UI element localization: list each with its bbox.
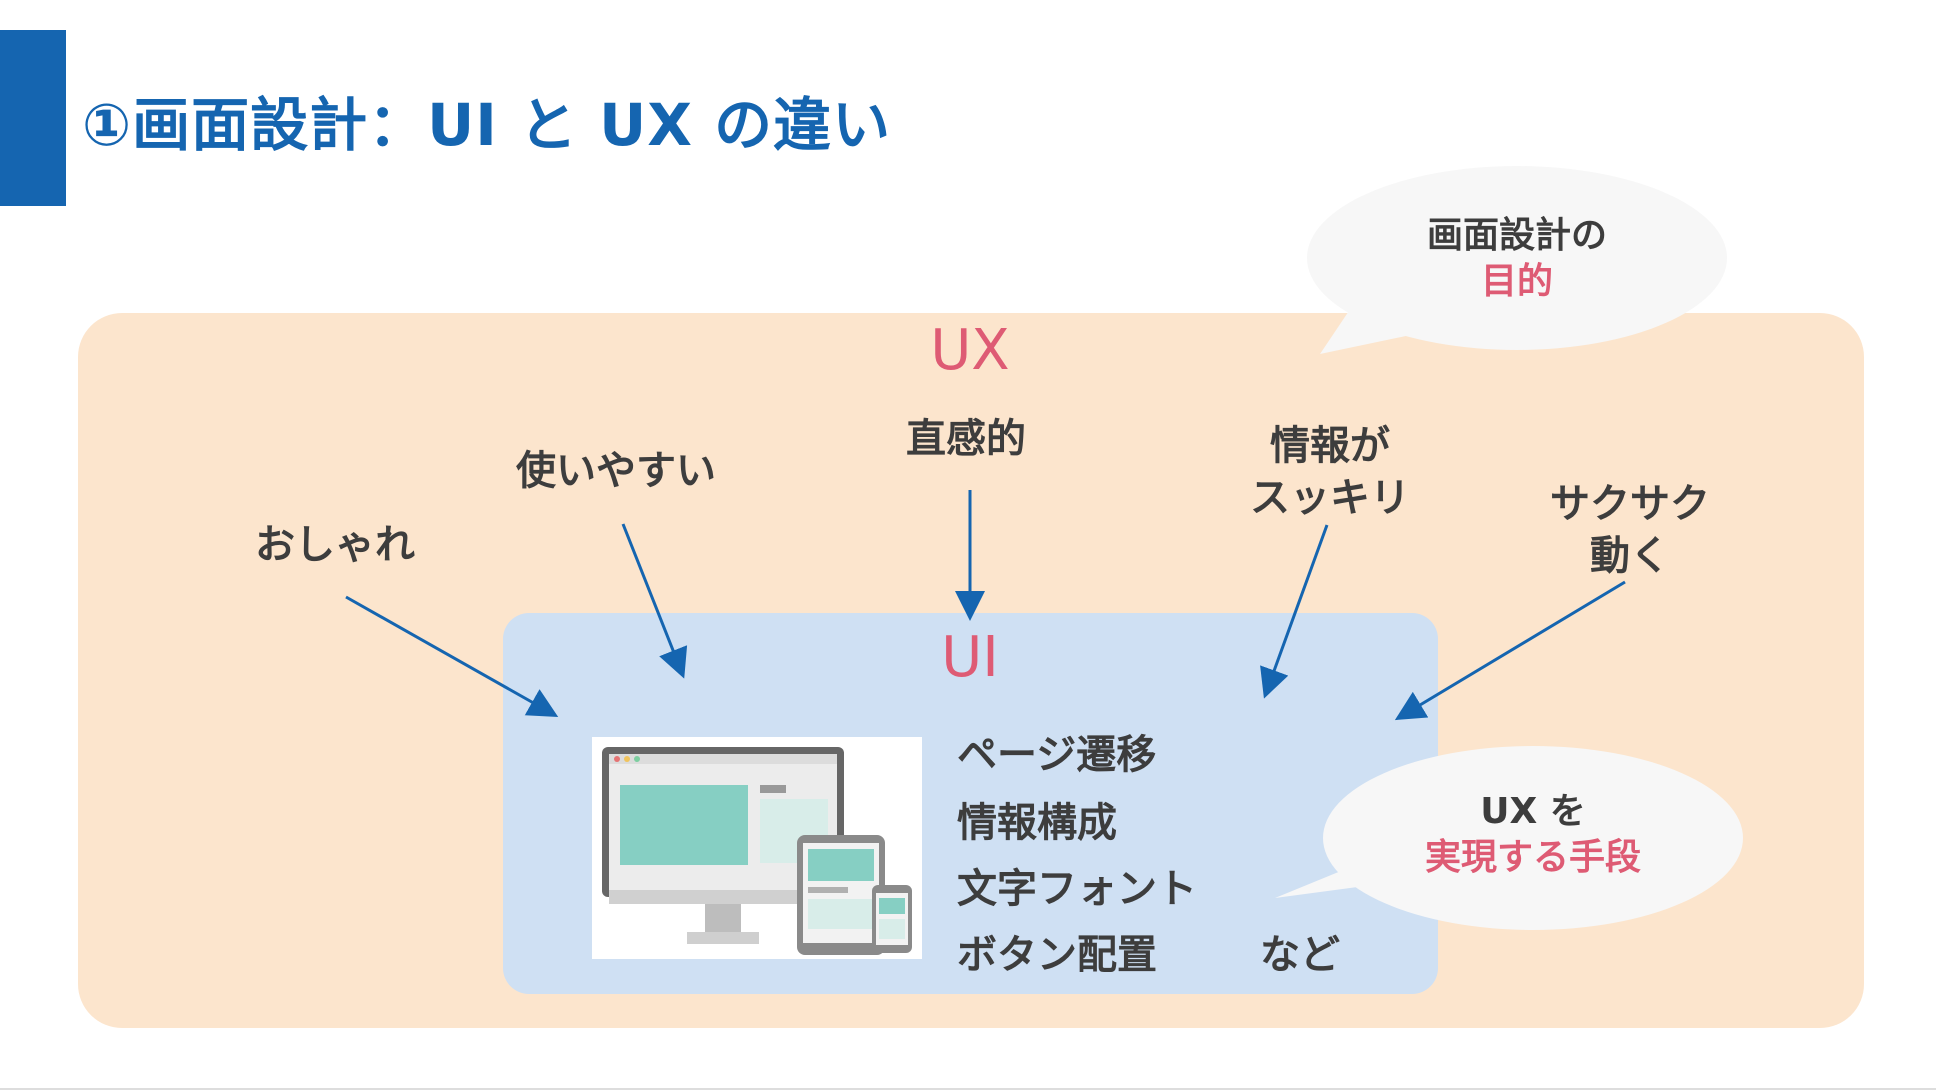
keyword-chokkanteki: 直感的	[906, 416, 1026, 462]
keyword-sakusaku: サクサク 動く	[1540, 478, 1720, 582]
ui-item-info-structure: 情報構成	[957, 800, 1117, 846]
purpose-bubble-line1: 画面設計の	[1426, 215, 1607, 256]
means-bubble-text: UX を 実現する手段	[1393, 789, 1673, 881]
page-title: ①画面設計：UI と UX の違い	[82, 91, 892, 159]
keyword-joho-line2: スッキリ	[1250, 475, 1410, 521]
purpose-bubble-text: 画面設計の 目的	[1377, 213, 1657, 305]
ui-label: UI	[941, 625, 999, 690]
ui-items-suffix: など	[1260, 932, 1340, 978]
means-bubble-line1: UX を	[1480, 791, 1586, 832]
purpose-bubble-line2: 目的	[1480, 261, 1553, 302]
ux-label: UX	[930, 318, 1010, 383]
arrow-oshare	[345, 595, 559, 717]
device-illustration	[592, 737, 922, 959]
bottom-divider	[0, 1088, 1936, 1090]
arrow-sakusaku	[1394, 580, 1626, 721]
keyword-tsukaiyasui: 使いやすい	[516, 448, 716, 494]
arrow-tsukaiyasui	[621, 523, 688, 679]
ui-item-page-transition: ページ遷移	[957, 732, 1157, 778]
arrow-joho	[1260, 524, 1329, 699]
means-bubble	[1275, 746, 1743, 930]
ui-item-button-layout: ボタン配置	[957, 932, 1157, 978]
keyword-sakusaku-line2: 動く	[1590, 533, 1670, 579]
monitor-tablet-phone-icon	[602, 747, 912, 955]
ui-item-font: 文字フォント	[957, 866, 1197, 912]
title-accent-bar	[0, 30, 66, 206]
means-bubble-line2: 実現する手段	[1424, 837, 1641, 878]
keyword-oshare: おしゃれ	[255, 522, 415, 568]
keyword-joho-line1: 情報が	[1270, 423, 1390, 469]
purpose-bubble	[1307, 166, 1727, 354]
keyword-joho: 情報が スッキリ	[1240, 420, 1420, 524]
keyword-sakusaku-line1: サクサク	[1550, 481, 1710, 527]
